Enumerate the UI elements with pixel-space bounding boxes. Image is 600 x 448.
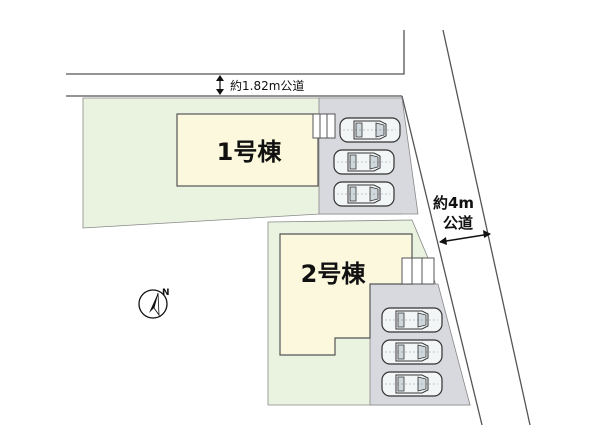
north-road-dimension — [216, 75, 224, 95]
car — [333, 181, 395, 207]
east-road-left-edge — [401, 95, 483, 426]
car — [381, 307, 443, 333]
parking-1 — [333, 117, 401, 207]
east-road-label-line2: 公道 — [443, 214, 473, 232]
building-2-label: 2号棟 — [301, 260, 367, 288]
car — [381, 371, 443, 397]
building-2 — [279, 233, 413, 356]
lot-1: 1号棟 — [82, 97, 419, 229]
building-2-steps — [401, 257, 435, 285]
east-road-label-line1: 約4m — [433, 194, 474, 212]
car — [333, 149, 395, 175]
car — [381, 339, 443, 365]
car — [339, 117, 401, 143]
road-outlines — [66, 29, 531, 426]
north-road-label: 約1.82m公道 — [230, 78, 304, 93]
north-road-top-edge — [66, 30, 405, 75]
building-1 — [176, 113, 319, 187]
building-1-steps — [312, 113, 336, 139]
east-road-dimension — [439, 230, 491, 245]
parking-2 — [381, 307, 443, 397]
compass-letter: N — [162, 288, 170, 298]
east-road-right-edge — [442, 29, 531, 426]
building-1-label: 1号棟 — [217, 138, 283, 166]
compass-icon: N — [138, 288, 170, 319]
